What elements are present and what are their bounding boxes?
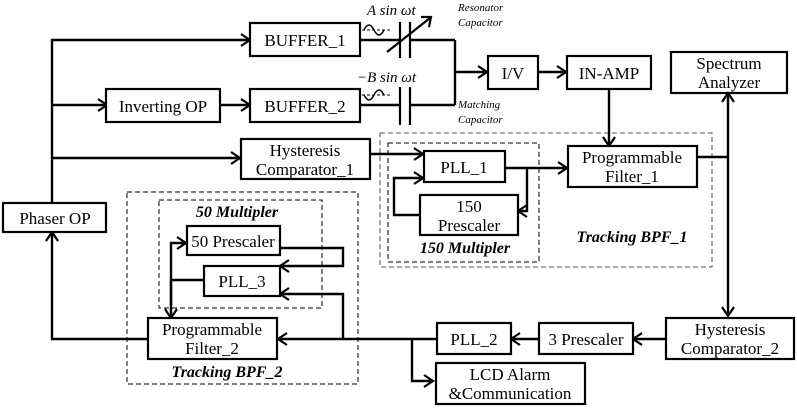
hysteresis-comparator2-block: Hysteresis Comparator_2 [664, 316, 796, 361]
signal-b-label: −B sin ωt [357, 70, 417, 86]
tracking-bpf1-group [379, 132, 713, 268]
buffer2-block: BUFFER_2 [248, 87, 362, 124]
lcd-alarm-label-2: &Communication [449, 384, 572, 403]
hysteresis-comparator1-block: Hysteresis Comparator_1 [239, 137, 372, 181]
lcd-alarm-block: LCD Alarm &Communication [434, 361, 587, 406]
pll3-block: PLL_3 [202, 264, 282, 298]
programmable-filter2-block: Programmable Filter_2 [146, 316, 279, 361]
spectrum-analyzer-block: Spectrum Analyzer [669, 50, 789, 95]
programmable-filter1-label-2: Filter_1 [605, 167, 659, 186]
resonator-cap-label-2: Capacitor [458, 17, 503, 29]
in-amp-label: IN-AMP [579, 64, 639, 83]
in-amp-block: IN-AMP [565, 54, 653, 91]
prescaler50-label: 50 Prescaler [191, 232, 275, 251]
multiplier150-group [387, 142, 540, 263]
prescaler150-label-1: 150 [456, 197, 482, 216]
programmable-filter2-label-1: Programmable [162, 320, 262, 339]
hysteresis-comparator2-label-1: Hysteresis [695, 320, 766, 339]
pll1-block: PLL_1 [422, 149, 507, 184]
resonator-capacitor-icon [386, 15, 433, 58]
programmable-filter1-label-1: Programmable [582, 148, 682, 167]
prescaler50-block: 50 Prescaler [185, 224, 282, 257]
prescaler150-label-2: Prescaler [438, 216, 501, 235]
signal-a-label: A sin ωt [366, 3, 416, 19]
tracking-bpf2-label: Tracking BPF_2 [172, 364, 283, 381]
inverted-sine-wave-icon [362, 89, 390, 101]
matching-cap-label-2: Capacitor [458, 114, 503, 126]
multiplier50-group [158, 199, 323, 309]
prescaler3-label: 3 Prescaler [548, 330, 623, 349]
buffer1-label: BUFFER_1 [264, 31, 345, 50]
hysteresis-comparator1-label-2: Comparator_1 [256, 160, 354, 179]
buffer2-label: BUFFER_2 [264, 97, 345, 116]
prescaler3-block: 3 Prescaler [537, 321, 635, 356]
tracking-bpf2-group [126, 191, 359, 385]
pll3-label: PLL_3 [218, 272, 265, 291]
programmable-filter1-block: Programmable Filter_1 [566, 144, 699, 189]
phaser-op-block: Phaser OP [1, 201, 108, 234]
pll2-label: PLL_2 [450, 330, 497, 349]
programmable-filter2-label-2: Filter_2 [185, 339, 239, 358]
inverting-op-label: Inverting OP [119, 97, 207, 116]
iv-block: I/V [486, 54, 540, 91]
hysteresis-comparator1-label-1: Hysteresis [270, 141, 341, 160]
spectrum-analyzer-label-1: Spectrum [696, 54, 761, 73]
resonator-cap-label-1: Resonator [457, 2, 504, 14]
buffer1-block: BUFFER_1 [248, 21, 362, 58]
matching-cap-label-1: Matching [457, 99, 501, 111]
matching-capacitor-icon [398, 87, 412, 125]
tracking-bpf1-label: Tracking BPF_1 [577, 229, 688, 246]
prescaler150-block: 150 Prescaler [418, 193, 520, 237]
phaser-op-label: Phaser OP [19, 209, 90, 228]
pll1-label: PLL_1 [440, 158, 487, 177]
lcd-alarm-label-1: LCD Alarm [470, 365, 551, 384]
multiplier50-label: 50 Multipler [196, 204, 279, 221]
hysteresis-comparator2-label-2: Comparator_2 [681, 339, 779, 358]
wires [45, 33, 735, 388]
iv-label: I/V [502, 64, 525, 83]
sine-wave-icon [362, 24, 390, 36]
multiplier150-label: 150 Multipler [420, 240, 511, 257]
inverting-op-block: Inverting OP [104, 87, 222, 124]
spectrum-analyzer-label-2: Analyzer [698, 73, 761, 92]
pll2-block: PLL_2 [435, 321, 513, 356]
